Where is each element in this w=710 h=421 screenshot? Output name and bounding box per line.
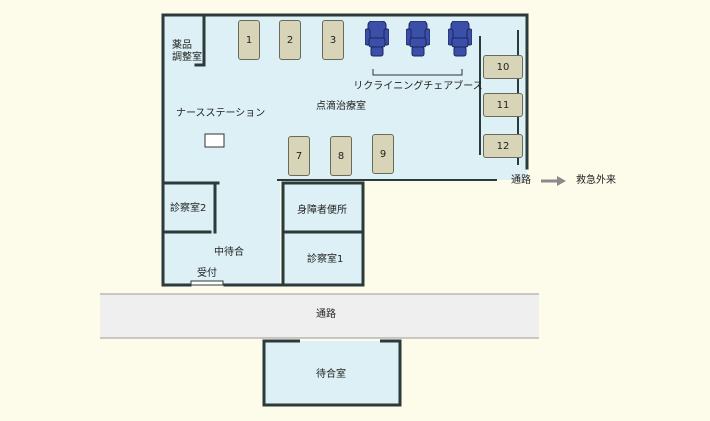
label-reception: 受付	[197, 268, 217, 279]
room-label-nurse-station: ナースステーション	[176, 108, 266, 119]
toilet-area	[283, 183, 363, 285]
room-label-infusion-room: 点滴治療室	[316, 101, 366, 112]
bed-8: 8	[330, 136, 352, 176]
bed-2: 2	[279, 20, 301, 60]
recliner-chair-icon	[448, 21, 472, 57]
recliner-bracket	[372, 69, 463, 76]
reception-counter	[190, 280, 224, 286]
room-label-exam2: 診察室2	[170, 203, 207, 214]
room-label-accessible-toilet: 身障者便所	[297, 205, 347, 216]
bed-11: 11	[483, 93, 523, 117]
walls	[161, 13, 529, 287]
bed-1: 1	[238, 20, 260, 60]
bed-12: 12	[483, 134, 523, 158]
bed-3: 3	[322, 20, 344, 60]
room-label-exam1: 診察室1	[307, 254, 344, 265]
label-corridor: 通路	[316, 309, 336, 320]
label-exit-corridor: 通路	[511, 175, 531, 186]
nurse-desk	[204, 133, 225, 148]
corridor-area	[100, 294, 539, 338]
recliner-chair-icon	[406, 21, 430, 57]
recliner-chair-icon	[365, 21, 389, 57]
bed-10: 10	[483, 55, 523, 79]
waiting-room-walls	[262, 339, 402, 407]
room-label-pharmacy: 薬品 調整室	[172, 40, 202, 63]
waiting-room-area	[264, 341, 400, 405]
label-emergency-outpatient: 救急外来	[576, 175, 616, 186]
arrow-right-icon	[541, 176, 566, 186]
label-recliner-booth: リクライニングチェアブース	[353, 81, 483, 92]
bed-9: 9	[372, 134, 394, 174]
bed-7: 7	[288, 136, 310, 176]
room-label-inner-waiting: 中待合	[214, 247, 244, 258]
room-label-waiting-room: 待合室	[316, 369, 346, 380]
